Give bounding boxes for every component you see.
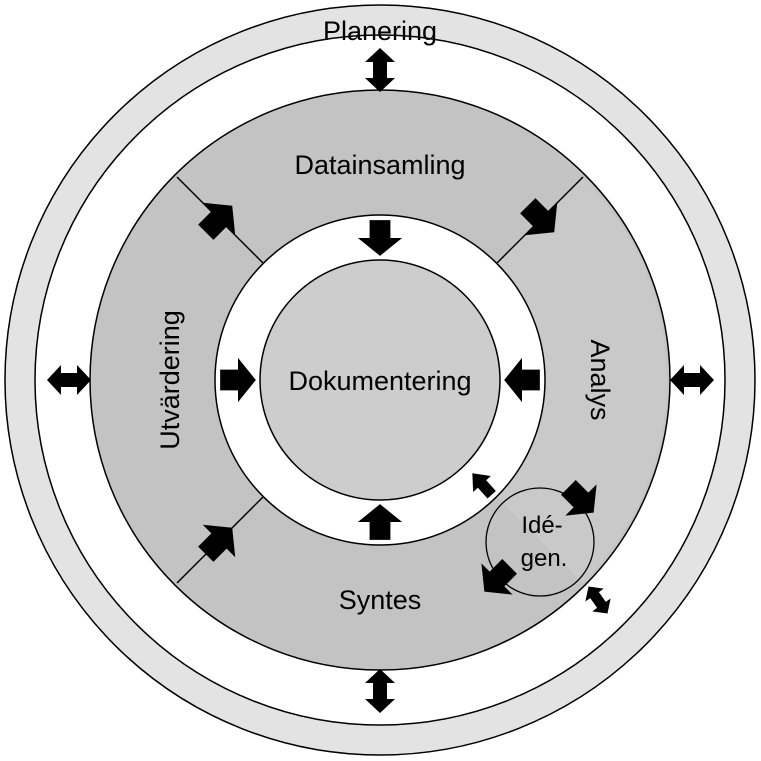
center-circle bbox=[259, 259, 501, 501]
label-planering: Planering bbox=[323, 16, 437, 46]
label-utvardering: Utvärdering bbox=[155, 310, 185, 450]
idea-generation-circle bbox=[485, 487, 595, 597]
label-dokumentering: Dokumentering bbox=[288, 366, 471, 396]
label-syntes: Syntes bbox=[339, 585, 422, 615]
label-idea-line2: gen. bbox=[521, 545, 568, 572]
label-datainsamling: Datainsamling bbox=[294, 150, 465, 180]
label-analys: Analys bbox=[585, 339, 615, 420]
label-idea-line1: Idé- bbox=[521, 512, 562, 539]
analys-segment bbox=[497, 177, 668, 583]
